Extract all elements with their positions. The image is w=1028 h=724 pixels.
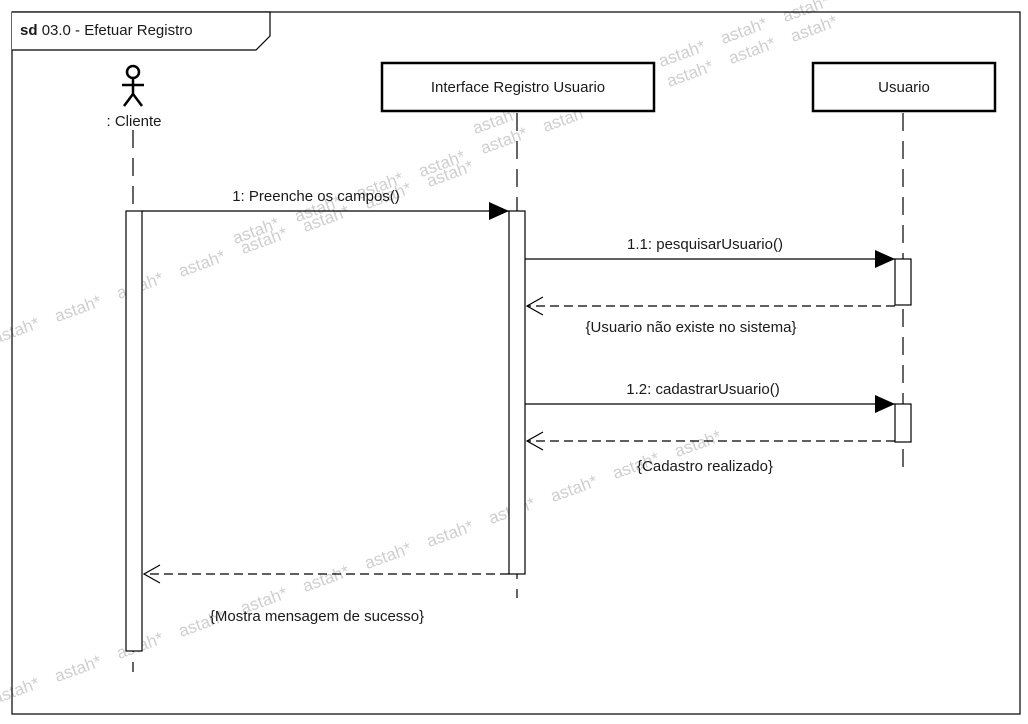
frame-tag [12,11,271,51]
usuario-lifeline-label: Usuario [878,78,930,96]
actor-label: : Cliente [106,113,162,130]
usuario-lifeline-box [811,61,997,113]
frame-name: 03.0 - Efetuar Registro [41,22,193,39]
message-label-1-2: 1.2: cadastrarUsuario() [626,381,780,398]
reply-label-1-2: {Cadastro realizado} [637,458,773,475]
message-label-1: 1: Preenche os campos() [232,188,400,205]
reply-label-1: {Mostra mensagem de sucesso} [209,608,425,625]
reply-arrowhead-1-2 [525,431,544,451]
diagram-frame [11,11,1021,715]
actor-activation [125,210,143,652]
interface-activation [508,210,526,575]
frame-label: sd 03.0 - Efetuar Registro [20,22,193,39]
frame-keyword: sd [20,22,38,39]
reply-arrowhead-1 [142,564,161,584]
reply-arrowhead-1-1 [525,296,544,316]
reply-label-1-1: {Usuario não existe no sistema} [585,319,797,336]
interface-lifeline-label: Interface Registro Usuario [430,78,606,96]
actor-icon [122,64,144,107]
interface-lifeline-box [380,61,656,113]
usuario-activation-2 [894,403,912,443]
usuario-activation-1 [894,258,912,306]
message-label-1-1: 1.1: pesquisarUsuario() [627,236,783,253]
